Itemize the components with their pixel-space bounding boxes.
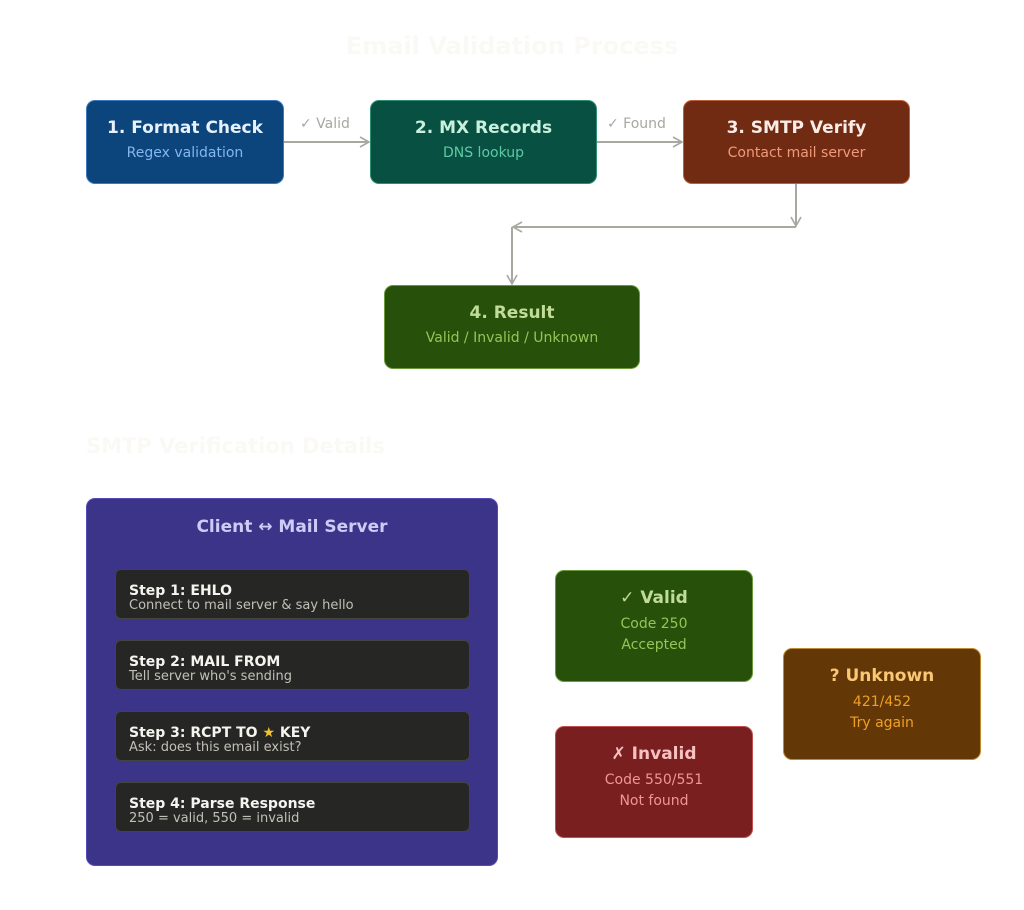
result-title: ? Unknown bbox=[829, 666, 935, 686]
step-rcpt-to: Step 3: RCPT TO ★ KEY Ask: does this ema… bbox=[115, 711, 470, 761]
key-badge: KEY bbox=[279, 725, 311, 741]
edge-label-found: ✓ Found bbox=[607, 116, 666, 132]
node-smtp-verify: 3. SMTP Verify Contact mail server bbox=[683, 100, 910, 184]
node-subtitle: DNS lookup bbox=[442, 145, 525, 161]
step-desc: Ask: does this email exist? bbox=[129, 740, 302, 755]
step-title: Step 1: EHLO bbox=[129, 583, 232, 599]
node-title: 2. MX Records bbox=[414, 118, 553, 138]
node-title: 4. Result bbox=[469, 303, 555, 323]
result-code: 421/452 bbox=[852, 694, 912, 710]
step-desc: Tell server who's sending bbox=[129, 669, 293, 684]
page-title: Email Validation Process bbox=[345, 32, 679, 60]
result-title: ✗ Invalid bbox=[611, 744, 697, 764]
result-code: Code 250 bbox=[620, 616, 688, 632]
result-invalid: ✗ Invalid Code 550/551 Not found bbox=[555, 726, 753, 838]
node-subtitle: Contact mail server bbox=[727, 145, 866, 161]
step-parse-response: Step 4: Parse Response 250 = valid, 550 … bbox=[115, 782, 470, 832]
star-icon: ★ bbox=[262, 725, 276, 741]
result-unknown: ? Unknown 421/452 Try again bbox=[783, 648, 981, 760]
step-desc: Connect to mail server & say hello bbox=[129, 598, 354, 613]
node-subtitle: Regex validation bbox=[126, 145, 244, 161]
step-desc: 250 = valid, 550 = invalid bbox=[129, 811, 300, 826]
result-desc: Accepted bbox=[621, 637, 687, 653]
result-desc: Try again bbox=[850, 715, 914, 731]
node-mx-records: 2. MX Records DNS lookup bbox=[370, 100, 597, 184]
edge-label-valid: ✓ Valid bbox=[300, 116, 350, 132]
node-title: 1. Format Check bbox=[107, 118, 263, 138]
panel-title: Client ↔ Mail Server bbox=[196, 517, 388, 537]
result-desc: Not found bbox=[619, 793, 689, 809]
node-title: 3. SMTP Verify bbox=[726, 118, 867, 138]
result-title: ✓ Valid bbox=[620, 588, 688, 608]
step-title: Step 2: MAIL FROM bbox=[129, 654, 281, 670]
node-format-check: 1. Format Check Regex validation bbox=[86, 100, 284, 184]
step-ehlo: Step 1: EHLO Connect to mail server & sa… bbox=[115, 569, 470, 619]
step-mail-from: Step 2: MAIL FROM Tell server who's send… bbox=[115, 640, 470, 690]
node-result: 4. Result Valid / Invalid / Unknown bbox=[384, 285, 640, 369]
step-title-row: Step 3: RCPT TO ★ KEY bbox=[129, 725, 310, 741]
step-title: Step 3: RCPT TO bbox=[129, 725, 258, 741]
node-subtitle: Valid / Invalid / Unknown bbox=[425, 330, 599, 346]
client-server-panel: Client ↔ Mail Server Step 1: EHLO Connec… bbox=[86, 498, 498, 866]
result-code: Code 550/551 bbox=[604, 772, 704, 788]
step-title: Step 4: Parse Response bbox=[129, 796, 316, 812]
result-valid: ✓ Valid Code 250 Accepted bbox=[555, 570, 753, 682]
section-title: SMTP Verification Details bbox=[86, 434, 385, 458]
